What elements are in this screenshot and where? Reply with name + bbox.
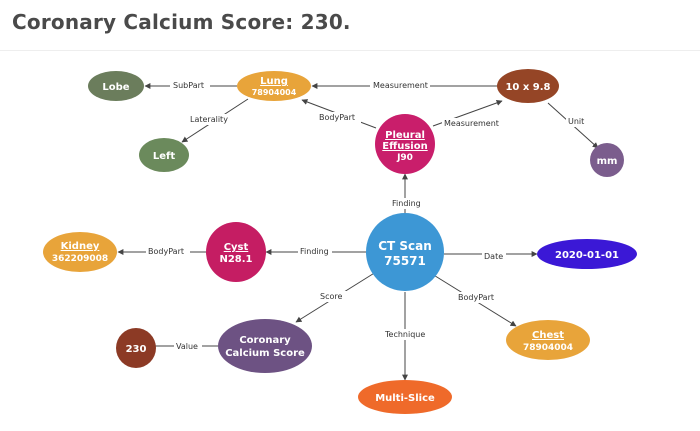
node-value-230[interactable]: 230 xyxy=(116,328,156,368)
node-measurement-label: 10 x 9.8 xyxy=(505,82,550,93)
node-chest-shape xyxy=(506,320,590,360)
edge-label-subpart: SubPart xyxy=(173,81,204,90)
node-kidney-name: Kidney xyxy=(61,241,100,252)
node-mm-shape xyxy=(590,143,624,177)
node-lung[interactable]: Lung 78904004 xyxy=(237,71,311,101)
node-cyst[interactable]: Cyst N28.1 xyxy=(206,222,266,282)
edge-label-date: Date xyxy=(484,252,503,261)
node-coronary-calcium-score[interactable]: Coronary Calcium Score xyxy=(218,319,312,373)
node-ct-scan-shape xyxy=(366,213,444,291)
node-pleural-effusion-line1: Pleural xyxy=(385,130,425,141)
node-left-shape xyxy=(139,138,189,172)
edge-label-measurement-top: Measurement xyxy=(373,81,428,90)
node-chest-name: Chest xyxy=(532,330,564,341)
edge-label-finding-up: Finding xyxy=(392,199,421,208)
edge-label-score: Score xyxy=(320,292,342,301)
node-pleural-effusion-line2: Effusion xyxy=(382,141,427,152)
node-date-label: 2020-01-01 xyxy=(555,250,619,261)
edge-label-unit: Unit xyxy=(568,117,584,126)
edge-label-laterality: Laterality xyxy=(190,115,228,124)
node-ct-scan-code: 75571 xyxy=(384,254,426,268)
node-cyst-code: N28.1 xyxy=(219,254,252,265)
node-ct-scan-name: CT Scan xyxy=(378,239,432,253)
node-lung-shape xyxy=(237,71,311,101)
node-coronary-calcium-score-line1: Coronary xyxy=(239,335,291,346)
node-chest[interactable]: Chest 78904004 xyxy=(506,320,590,360)
edge-labels: SubPart Measurement Laterality BodyPart … xyxy=(146,80,588,352)
node-coronary-calcium-score-line2: Calcium Score xyxy=(225,348,305,359)
node-mm-label: mm xyxy=(597,156,618,167)
node-multi-slice-label: Multi-Slice xyxy=(375,393,435,404)
node-pleural-effusion-code: J90 xyxy=(396,153,413,163)
node-lobe-shape xyxy=(88,71,144,101)
node-measurement-shape xyxy=(497,69,559,103)
node-chest-code: 78904004 xyxy=(523,343,573,353)
node-cyst-shape xyxy=(206,222,266,282)
node-mm[interactable]: mm xyxy=(590,143,624,177)
node-cyst-name: Cyst xyxy=(224,242,249,253)
node-lobe-label: Lobe xyxy=(102,82,129,93)
node-kidney[interactable]: Kidney 362209008 xyxy=(43,232,117,272)
edge-label-technique: Technique xyxy=(384,330,425,339)
edge-label-value: Value xyxy=(176,342,198,351)
node-value-230-label: 230 xyxy=(126,344,147,355)
page-title: Coronary Calcium Score: 230. xyxy=(12,10,351,34)
node-pleural-effusion-shape xyxy=(375,114,435,174)
nodes: Lung 78904004 Lobe Left 10 x 9.8 mm Pleu… xyxy=(43,69,637,414)
node-coronary-calcium-score-shape xyxy=(218,319,312,373)
edge-label-bodypart-left: BodyPart xyxy=(148,247,184,256)
node-left[interactable]: Left xyxy=(139,138,189,172)
node-date-shape xyxy=(537,239,637,269)
node-lung-name: Lung xyxy=(260,76,288,87)
edge-label-measurement-right: Measurement xyxy=(444,119,499,128)
edge-label-bodypart-top: BodyPart xyxy=(319,113,355,122)
edge-label-finding-left: Finding xyxy=(300,247,329,256)
edge-label-bodypart-right: BodyPart xyxy=(458,293,494,302)
node-value-230-shape xyxy=(116,328,156,368)
node-kidney-shape xyxy=(43,232,117,272)
node-multi-slice[interactable]: Multi-Slice xyxy=(358,380,452,414)
node-kidney-code: 362209008 xyxy=(52,254,108,264)
node-lung-code: 78904004 xyxy=(252,88,297,97)
node-date[interactable]: 2020-01-01 xyxy=(537,239,637,269)
title-divider xyxy=(0,50,700,51)
node-multi-slice-shape xyxy=(358,380,452,414)
node-ct-scan[interactable]: CT Scan 75571 xyxy=(366,213,444,291)
node-lobe[interactable]: Lobe xyxy=(88,71,144,101)
node-measurement[interactable]: 10 x 9.8 xyxy=(497,69,559,103)
node-pleural-effusion[interactable]: Pleural Effusion J90 xyxy=(375,114,435,174)
node-left-label: Left xyxy=(153,151,176,162)
